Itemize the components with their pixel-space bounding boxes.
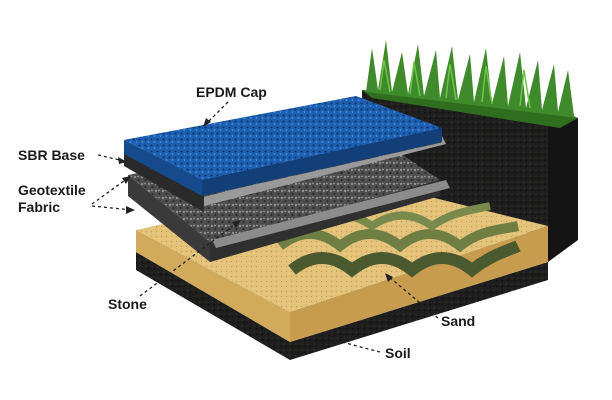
- label-stone: Stone: [108, 296, 147, 312]
- epdm-cap-right-face: [202, 128, 442, 196]
- soil-back-side: [548, 118, 578, 262]
- label-geotextile-line2: Fabric: [18, 199, 61, 215]
- leader-stone: [139, 221, 239, 297]
- leader-sbr: [97, 154, 125, 162]
- leader-epdm: [205, 101, 229, 125]
- label-sbr-base: SBR Base: [18, 147, 85, 163]
- label-geotextile-fabric: Geotextile Fabric: [18, 182, 86, 216]
- label-geotextile-line1: Geotextile: [18, 182, 86, 198]
- leader-geo-upper: [91, 177, 129, 205]
- leader-arrowheads: [118, 118, 393, 344]
- sand-right-face: [290, 226, 548, 342]
- grass-tuft: [362, 40, 578, 128]
- label-epdm-cap: EPDM Cap: [196, 84, 267, 100]
- leader-lines: [91, 101, 439, 353]
- sand-front-face: [136, 230, 290, 342]
- epdm-cap-front-face: [124, 140, 202, 196]
- leader-geo-lower: [91, 205, 133, 211]
- fabric-lower-strip: [212, 180, 450, 248]
- soil-front-face: [136, 252, 548, 360]
- leader-soil: [333, 339, 381, 353]
- epdm-cap-top: [124, 96, 442, 180]
- label-soil: Soil: [385, 345, 411, 361]
- label-sand: Sand: [441, 313, 476, 329]
- leader-sand: [387, 275, 439, 319]
- stone-front-face: [128, 175, 210, 262]
- sbr-front-face: [124, 152, 204, 212]
